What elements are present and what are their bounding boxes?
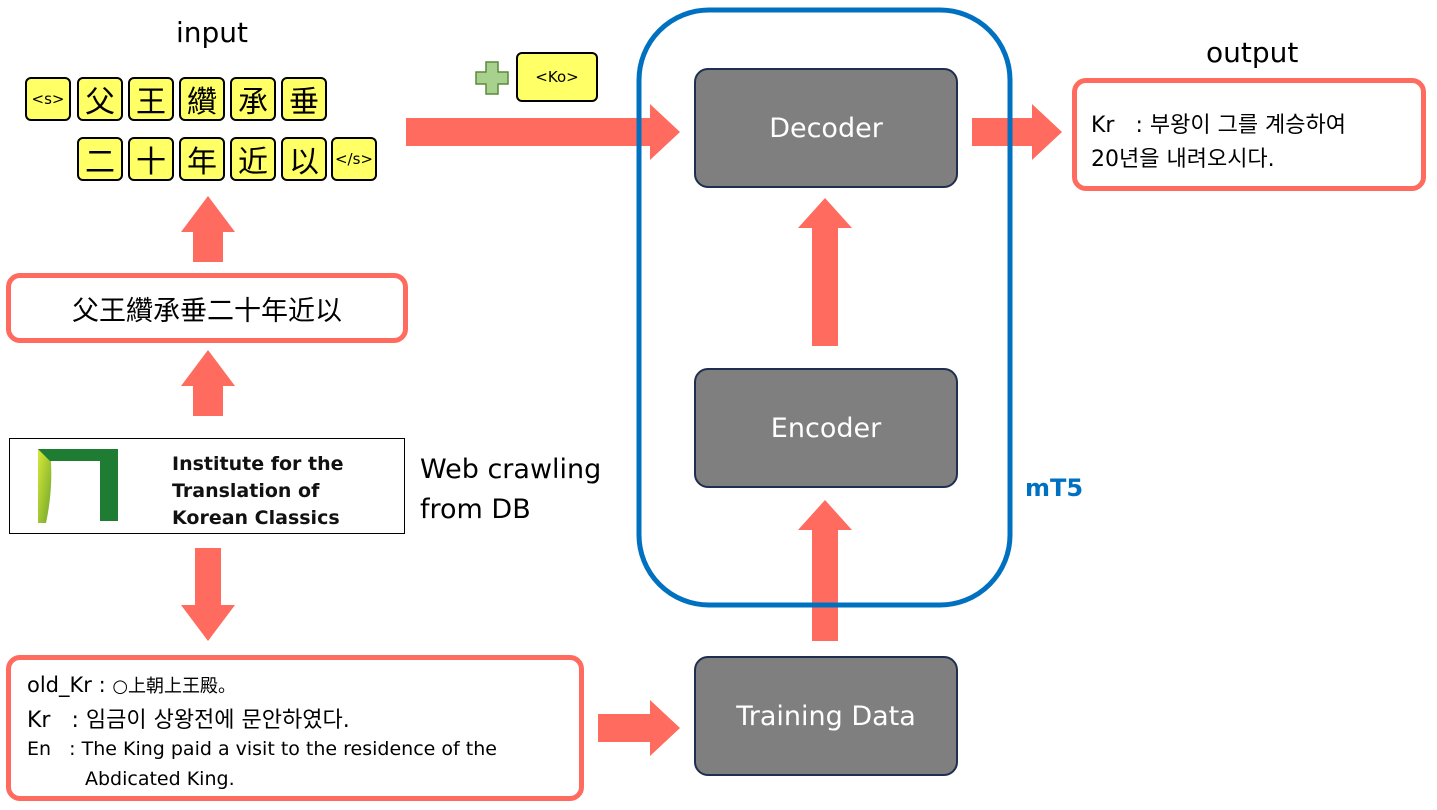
token-char: 垂: [281, 77, 327, 121]
mt5-label: mT5: [1025, 474, 1084, 502]
example-old-kr-text: ○上朝上王殿。: [112, 676, 237, 697]
decoder-label: Decoder: [769, 112, 883, 144]
arrow-down-to-example: [181, 548, 235, 641]
example-en-prefix: En :: [27, 738, 82, 760]
output-label: output: [1206, 36, 1299, 69]
token-ko: <Ko>: [516, 52, 598, 102]
token-char: 纘: [179, 77, 225, 121]
example-kr-prefix: Kr :: [27, 708, 86, 733]
logo-line-2: Translation of: [172, 480, 320, 502]
output-prefix: Kr :: [1091, 113, 1150, 138]
output-box: Kr : 부왕이 그를 계승하여 20년을 내려오시다.: [1072, 78, 1426, 191]
arrow-right-to-training: [598, 700, 680, 756]
token-start: <s>: [25, 77, 71, 121]
token-end: </s>: [331, 137, 377, 181]
logo-line-3: Korean Classics: [172, 507, 340, 529]
output-line-2: 20년을 내려오시다.: [1091, 147, 1275, 172]
output-line-1: Kr : 부왕이 그를 계승하여: [1091, 107, 1346, 139]
example-kr: Kr : 임금이 상왕전에 문안하였다.: [27, 702, 350, 734]
token-char: 王: [128, 77, 174, 121]
input-label: input: [176, 16, 249, 49]
crawl-label-line-1: Web crawling: [420, 454, 602, 485]
example-en-text-2: Abdicated King.: [85, 768, 235, 790]
crawl-label-line-2: from DB: [420, 494, 531, 525]
mt5-frame: [636, 7, 1013, 608]
decoder-box: Decoder: [694, 68, 958, 188]
token-char: 以: [281, 137, 327, 181]
output-text-1: 부왕이 그를 계승하여: [1149, 113, 1347, 138]
arrow-right-to-decoder: [406, 104, 680, 160]
token-char: 二: [77, 137, 123, 181]
arrow-up-to-encoder: [798, 500, 852, 641]
arrow-right-to-output: [972, 104, 1062, 160]
token-char: 近: [230, 137, 276, 181]
token-char: 十: [128, 137, 174, 181]
token-char: 承: [230, 77, 276, 121]
example-en: En : The King paid a visit to the reside…: [27, 738, 497, 760]
arrow-up-to-source: [181, 350, 235, 416]
crawl-label: Web crawling from DB: [420, 450, 601, 530]
plus-icon: [475, 61, 509, 95]
arrow-up-to-input: [181, 196, 235, 262]
itkc-logo-icon: [38, 449, 118, 523]
encoder-box: Encoder: [694, 368, 958, 488]
example-old-kr-prefix: old_Kr :: [27, 673, 113, 697]
example-en-text-1: The King paid a visit to the residence o…: [81, 738, 497, 760]
logo-line-1: Institute for the: [172, 453, 344, 475]
source-text: 父王纘承垂二十年近以: [72, 295, 342, 327]
training-data-label: Training Data: [736, 700, 916, 732]
source-text-box: 父王纘承垂二十年近以: [6, 273, 408, 343]
example-box: old_Kr : ○上朝上王殿。 Kr : 임금이 상왕전에 문안하였다. En…: [6, 655, 584, 801]
training-data-box: Training Data: [694, 656, 958, 776]
example-kr-text: 임금이 상왕전에 문안하였다.: [85, 708, 350, 733]
token-char: 年: [179, 137, 225, 181]
itkc-logo-box: Institute for the Translation of Korean …: [9, 438, 405, 534]
token-char: 父: [77, 77, 123, 121]
arrow-up-to-decoder: [798, 198, 852, 346]
encoder-label: Encoder: [770, 412, 882, 444]
example-old-kr: old_Kr : ○上朝上王殿。: [27, 672, 236, 698]
